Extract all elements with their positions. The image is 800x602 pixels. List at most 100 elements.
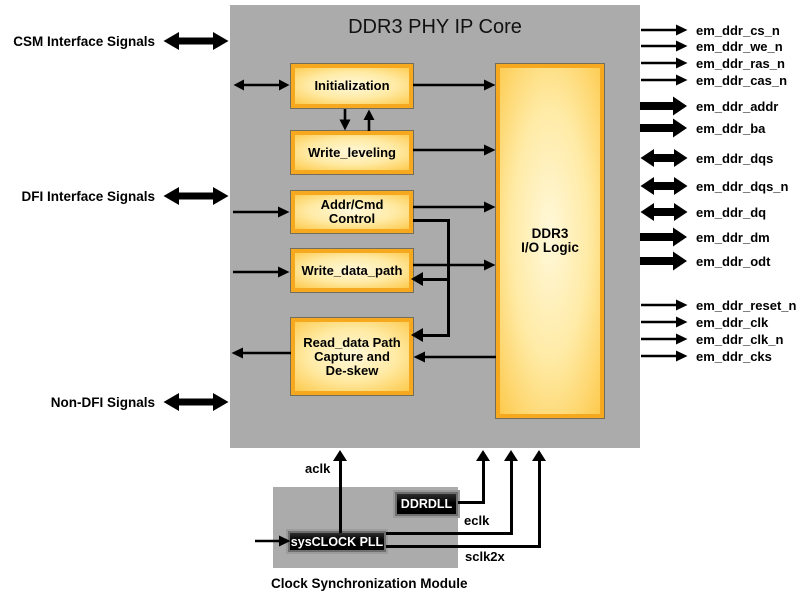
- eclk-arrowhead-icon: [504, 450, 518, 461]
- block-addr-cmd-control: Addr/Cmd Control: [290, 190, 414, 234]
- dfi-bidir-arrow-icon: [163, 187, 229, 205]
- block-ddr3-io-logic: DDR3 I/O Logic: [495, 63, 605, 419]
- signal-row-em-ddr-dqs: em_ddr_dqs: [640, 146, 773, 170]
- signal-label: em_ddr_reset_n: [696, 297, 797, 313]
- signal-label: em_ddr_dm: [696, 229, 770, 245]
- signal-label: em_ddr_clk: [696, 314, 769, 330]
- init-to-wl-down-arrow-icon: [339, 109, 351, 131]
- thin-out-arrow-icon: [641, 299, 688, 311]
- block-initialization: Initialization: [290, 63, 414, 109]
- dfi-interface-label: DFI Interface Signals: [21, 189, 155, 204]
- ddrdll-h-segment: [458, 501, 485, 504]
- sysclock-pll-label: sysCLOCK PLL: [290, 534, 384, 549]
- dfi-to-addr-arrow-icon: [233, 206, 290, 218]
- thick-out-arrow-icon: [640, 96, 687, 116]
- signal-row-em-ddr-cas-n: em_ddr_cas_n: [640, 68, 787, 92]
- addr-branch-h-segment: [413, 219, 450, 222]
- signal-label: em_ddr_cas_n: [696, 72, 788, 88]
- wl-to-io-arrow-icon: [413, 144, 496, 156]
- thick-bidir-arrow-icon: [640, 177, 688, 195]
- sclk2x-v-segment: [538, 461, 541, 548]
- eclk-label: eclk: [464, 513, 490, 528]
- signal-row-em-ddr-clk: em_ddr_clk: [640, 310, 768, 334]
- block-write-data-path: Write_data_path: [290, 248, 414, 293]
- io-to-rdp-arrow-icon: [413, 351, 496, 363]
- rdp-out-arrow-icon: [231, 347, 291, 359]
- signal-row-em-ddr-odt: em_ddr_odt: [640, 249, 770, 273]
- signal-row-em-ddr-addr: em_ddr_addr: [640, 94, 778, 118]
- ddrdll-box: DDRDLL: [395, 492, 458, 516]
- diagram-title: DDR3 PHY IP Core: [348, 16, 522, 38]
- ddrdll-label: DDRDLL: [400, 497, 453, 511]
- branch-to-rdp-segment: [422, 334, 450, 337]
- thin-out-arrow-icon: [641, 57, 688, 69]
- block-write-data-path-label: Write_data_path: [301, 262, 403, 278]
- signal-label: em_ddr_dqs_n: [696, 178, 789, 194]
- signal-label: em_ddr_we_n: [696, 38, 783, 54]
- thin-out-arrow-icon: [641, 333, 688, 345]
- signal-label: em_ddr_dq: [696, 204, 767, 220]
- ddrdll-v-segment: [482, 461, 485, 504]
- signal-label: em_ddr_cks: [696, 348, 772, 364]
- sysclock-pll-box: sysCLOCK PLL: [288, 531, 386, 552]
- signal-row-em-ddr-ba: em_ddr_ba: [640, 116, 765, 140]
- thin-out-arrow-icon: [641, 24, 688, 36]
- sclk2x-h-segment: [386, 545, 541, 548]
- block-write-leveling-label: Write_leveling: [308, 144, 396, 160]
- pll-input-arrow-icon: [255, 535, 291, 547]
- thin-out-arrow-icon: [641, 74, 688, 86]
- block-read-data-path: Read_data Path Capture and De-skew: [290, 317, 414, 396]
- block-read-data-line1: Read_data Path: [303, 334, 401, 350]
- thin-out-arrow-icon: [641, 350, 688, 362]
- block-read-data-line2: Capture and: [314, 348, 390, 364]
- branch-to-rdp-arrowhead-icon: [411, 328, 423, 342]
- signal-label: em_ddr_dqs: [696, 150, 774, 166]
- block-initialization-label: Initialization: [314, 78, 390, 93]
- signal-row-em-ddr-cks: em_ddr_cks: [640, 344, 772, 368]
- eclk-v-segment: [510, 461, 513, 535]
- init-bidir-arrow-icon: [233, 79, 290, 91]
- signal-label: em_ddr_addr: [696, 98, 779, 114]
- ddrdll-arrowhead-icon: [476, 450, 490, 461]
- addr-to-io-arrow-icon: [413, 201, 496, 213]
- signal-row-em-ddr-dqs-n: em_ddr_dqs_n: [640, 174, 788, 198]
- thin-out-arrow-icon: [641, 316, 688, 328]
- branch-to-wdp-segment: [422, 278, 450, 281]
- thin-out-arrow-icon: [641, 40, 688, 52]
- signal-label: em_ddr_ba: [696, 120, 766, 136]
- thick-out-arrow-icon: [640, 227, 687, 247]
- block-io-logic-line2: I/O Logic: [521, 240, 579, 255]
- csm-bidir-arrow-icon: [163, 32, 229, 50]
- sclk2x-arrowhead-icon: [532, 450, 546, 461]
- clock-module-caption: Clock Synchronization Module: [271, 576, 468, 591]
- aclk-v-segment: [339, 461, 342, 533]
- signal-label: em_ddr_ras_n: [696, 55, 785, 71]
- block-addr-cmd-line2: Control: [328, 211, 376, 226]
- eclk-h-segment: [386, 532, 513, 535]
- block-read-data-line3: De-skew: [325, 362, 379, 378]
- thick-out-arrow-icon: [640, 118, 687, 138]
- sclk2x-label: sclk2x: [465, 549, 505, 564]
- non-dfi-bidir-arrow-icon: [163, 393, 229, 411]
- block-write-leveling: Write_leveling: [290, 130, 414, 175]
- signal-label: em_ddr_cs_n: [696, 22, 780, 38]
- signal-label: em_ddr_clk_n: [696, 331, 784, 347]
- csm-interface-label: CSM Interface Signals: [13, 34, 155, 49]
- thick-bidir-arrow-icon: [640, 149, 688, 167]
- thick-out-arrow-icon: [640, 251, 687, 271]
- signal-row-em-ddr-dm: em_ddr_dm: [640, 225, 770, 249]
- non-dfi-label: Non-DFI Signals: [50, 395, 155, 410]
- signal-row-em-ddr-we-n: em_ddr_we_n: [640, 34, 783, 58]
- signal-row-em-ddr-clk-n: em_ddr_clk_n: [640, 327, 783, 351]
- signal-row-em-ddr-reset-n: em_ddr_reset_n: [640, 293, 796, 317]
- dfi-to-wdp-arrow-icon: [233, 266, 290, 278]
- signal-row-em-ddr-ras-n: em_ddr_ras_n: [640, 51, 785, 75]
- aclk-label: aclk: [305, 461, 331, 476]
- block-io-logic-line1: DDR3: [531, 226, 569, 241]
- signal-label: em_ddr_odt: [696, 253, 771, 269]
- init-to-io-arrow-icon: [413, 79, 496, 91]
- block-addr-cmd-line1: Addr/Cmd: [320, 197, 384, 212]
- wdp-to-io-arrow-icon: [413, 259, 496, 271]
- signal-row-em-ddr-dq: em_ddr_dq: [640, 200, 766, 224]
